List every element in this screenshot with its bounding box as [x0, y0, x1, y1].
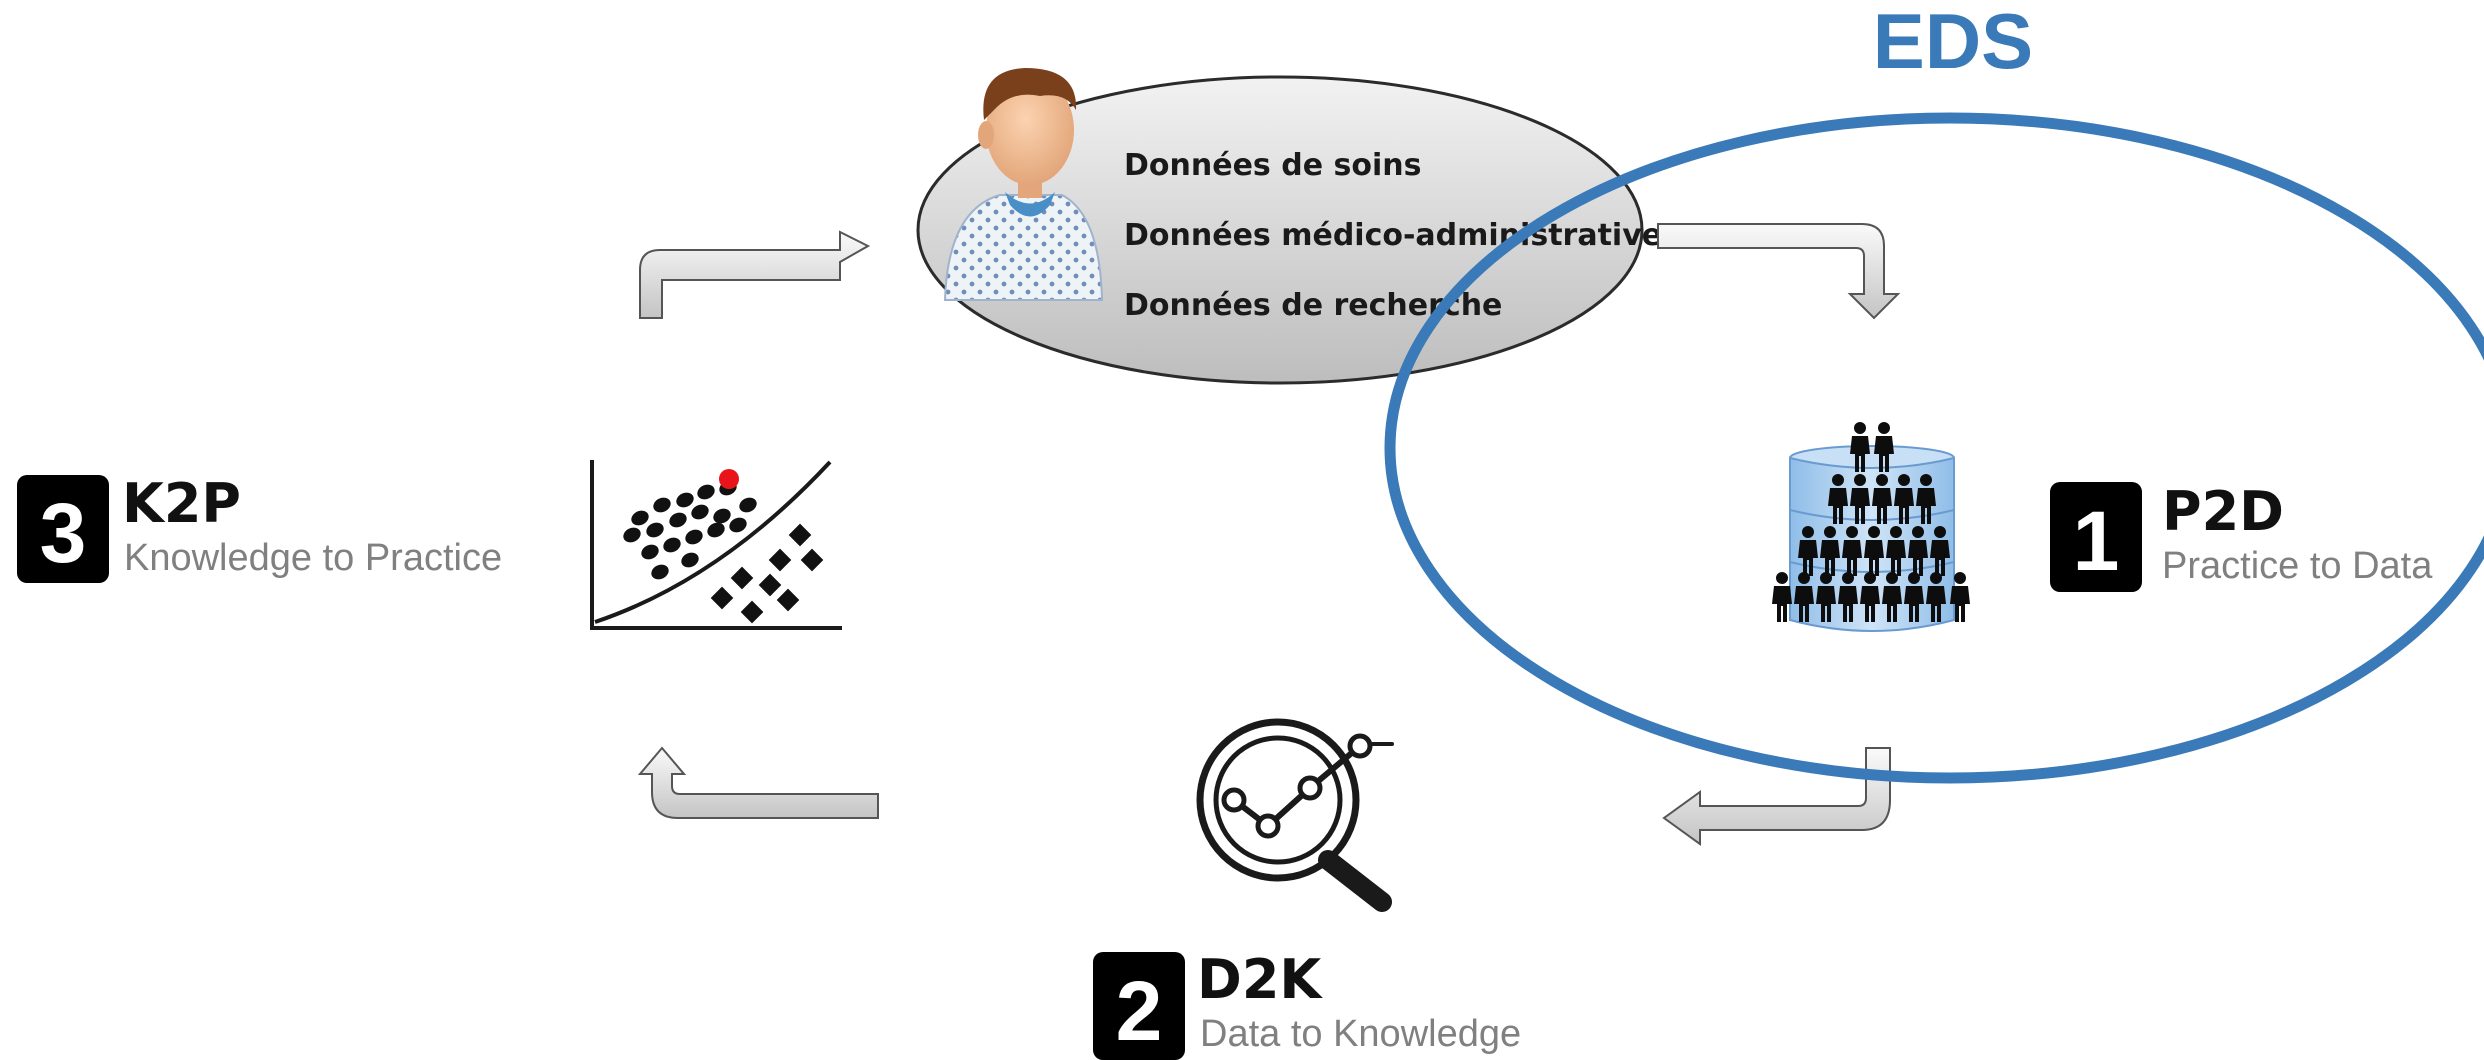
stage-description: Data to Knowledge — [1200, 1013, 1521, 1055]
stage-code: K2P — [122, 472, 241, 535]
flow-arrow — [1657, 223, 1901, 320]
eds-ring — [1384, 112, 2484, 784]
scatter-plot-icon — [590, 460, 842, 630]
population-database-icon — [1772, 422, 1970, 632]
stage-description: Practice to Data — [2162, 545, 2433, 587]
stage-p2d: 1 P2D Practice to Data — [2050, 480, 2433, 592]
stage-description: Knowledge to Practice — [124, 537, 502, 579]
flow-arrow — [1662, 747, 1891, 846]
magnifier-analytics-icon — [1196, 718, 1394, 912]
patient-data-item: Données médico-administratives — [1124, 218, 1680, 253]
stage-code: P2D — [2162, 480, 2284, 543]
stage-code: D2K — [1197, 948, 1323, 1011]
flow-arrow — [637, 746, 879, 819]
highlight-point — [719, 469, 739, 489]
patient-data-group: Données de soins Données médico-administ… — [916, 68, 1680, 385]
stage-number: 2 — [1116, 964, 1163, 1058]
flow-arrow — [639, 230, 871, 319]
stage-number-badge — [2050, 482, 2142, 592]
stage-k2p: 3 K2P Knowledge to Practice — [17, 472, 502, 583]
patient-icon — [943, 68, 1104, 301]
stage-number: 3 — [40, 486, 87, 580]
eds-label: EDS — [1873, 0, 2033, 85]
patient-data-item: Données de soins — [1124, 148, 1421, 183]
stage-number: 1 — [2073, 494, 2120, 588]
stage-d2k: 2 D2K Data to Knowledge — [1093, 948, 1521, 1060]
stage-number-badge — [17, 475, 109, 583]
patient-data-ellipse — [916, 75, 1644, 385]
stage-number-badge — [1093, 952, 1185, 1060]
